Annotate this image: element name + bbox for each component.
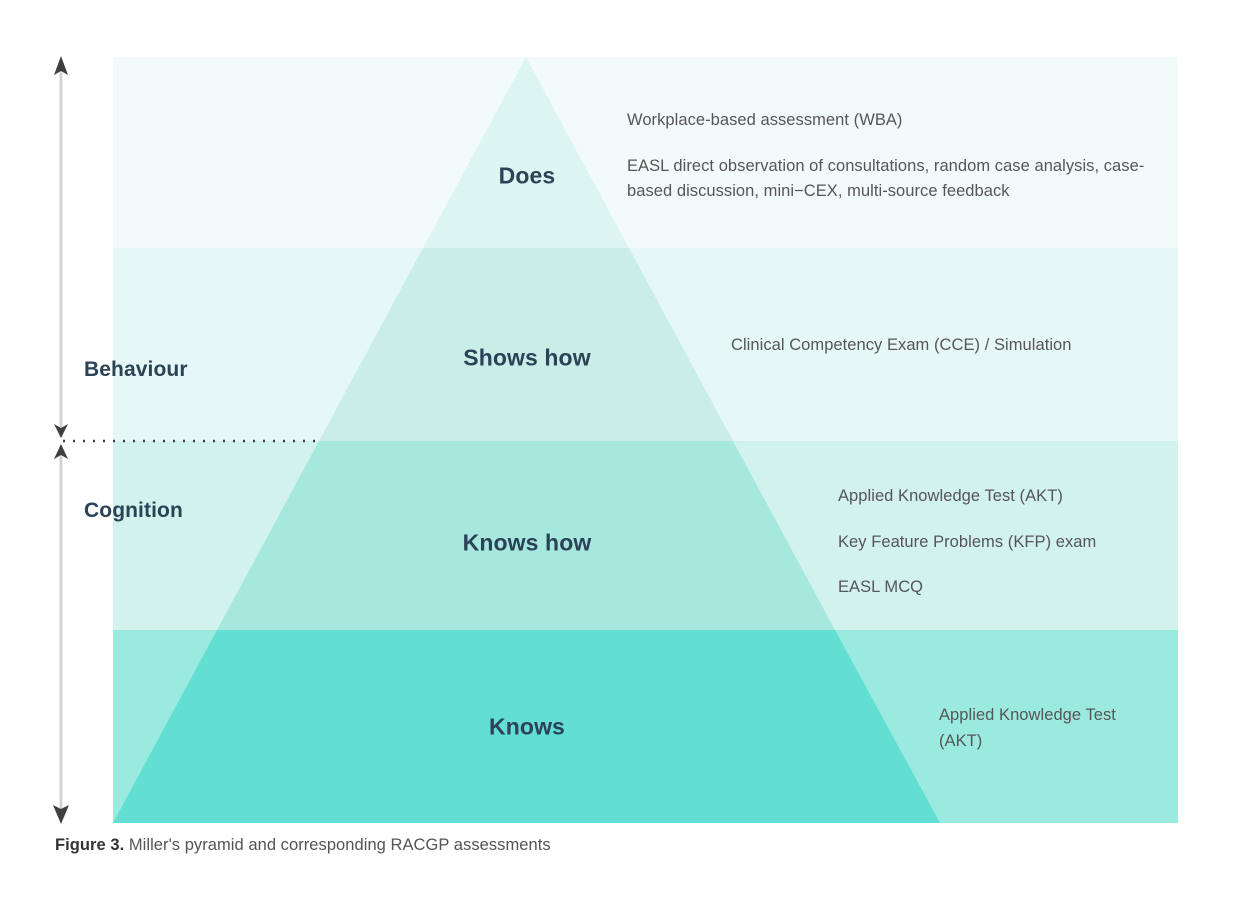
assessment-item: Workplace-based assessment (WBA) — [627, 111, 903, 129]
level-name-shows-how: Shows how — [463, 344, 591, 371]
band-does — [113, 57, 1178, 248]
axis-label-cognition: Cognition — [84, 499, 183, 522]
assessment-item: Clinical Competency Exam (CCE) / Simulat… — [731, 336, 1072, 354]
assessments-knows-how: Applied Knowledge Test (AKT) Key Feature… — [838, 484, 1168, 601]
level-name-knows: Knows — [489, 713, 565, 740]
axis-arrow-up-mid — [54, 444, 68, 459]
assessment-item: EASL MCQ — [838, 578, 924, 597]
triangle-slice-shows-how — [319, 248, 733, 441]
assessment-item: EASL direct observation of consultations… — [627, 156, 1145, 201]
triangle-slice-knows — [113, 630, 940, 823]
axis-arrow-down-mid — [54, 424, 68, 438]
axis-arrow-down-bottom — [53, 805, 69, 824]
level-name-knows-how: Knows how — [462, 529, 592, 556]
assessments-does: Workplace-based assessment (WBA) EASL di… — [627, 108, 1187, 205]
axis-label-behaviour: Behaviour — [84, 358, 188, 381]
assessment-item: Applied Knowledge Test (AKT) — [838, 487, 1063, 505]
assessment-item: Applied Knowledge Test (AKT) — [939, 706, 1116, 750]
triangle-slice-does — [423, 57, 629, 248]
assessment-item: Key Feature Problems (KFP) exam — [838, 532, 1097, 551]
figure-caption-label: Figure 3. — [55, 836, 125, 854]
axis-arrow-up-top — [54, 56, 68, 75]
triangle-slice-knows-how — [217, 441, 835, 630]
figure-caption-text: Miller's pyramid and corresponding RACGP… — [124, 836, 551, 854]
level-name-does: Does — [498, 162, 556, 189]
figure-caption: Figure 3. Miller's pyramid and correspon… — [55, 836, 551, 855]
assessments-knows: Applied Knowledge Test (AKT) — [939, 703, 1144, 754]
assessments-shows-how: Clinical Competency Exam (CCE) / Simulat… — [731, 333, 1171, 359]
